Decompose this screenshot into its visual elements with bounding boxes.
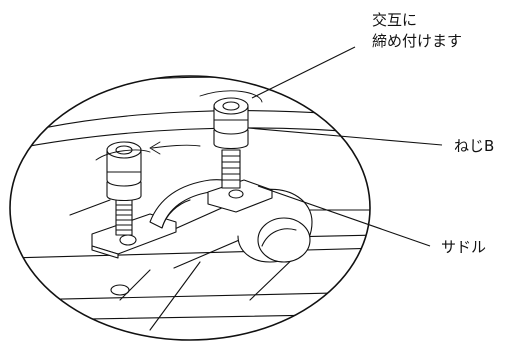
mounting-hole bbox=[110, 284, 130, 296]
tighten-label-line1: 交互に bbox=[372, 11, 418, 29]
magnifier-circle bbox=[9, 75, 371, 341]
leader-line-tighten bbox=[251, 46, 356, 99]
saddle-label: サドル bbox=[441, 238, 487, 256]
screw-left bbox=[106, 141, 142, 236]
leader-line-screw bbox=[247, 127, 443, 146]
screw-label: ねじB bbox=[454, 137, 495, 155]
leader-line-saddle bbox=[257, 185, 431, 247]
screw-right bbox=[213, 97, 249, 189]
pipe bbox=[149, 188, 313, 269]
tighten-label-line2: 締め付けます bbox=[372, 32, 463, 50]
